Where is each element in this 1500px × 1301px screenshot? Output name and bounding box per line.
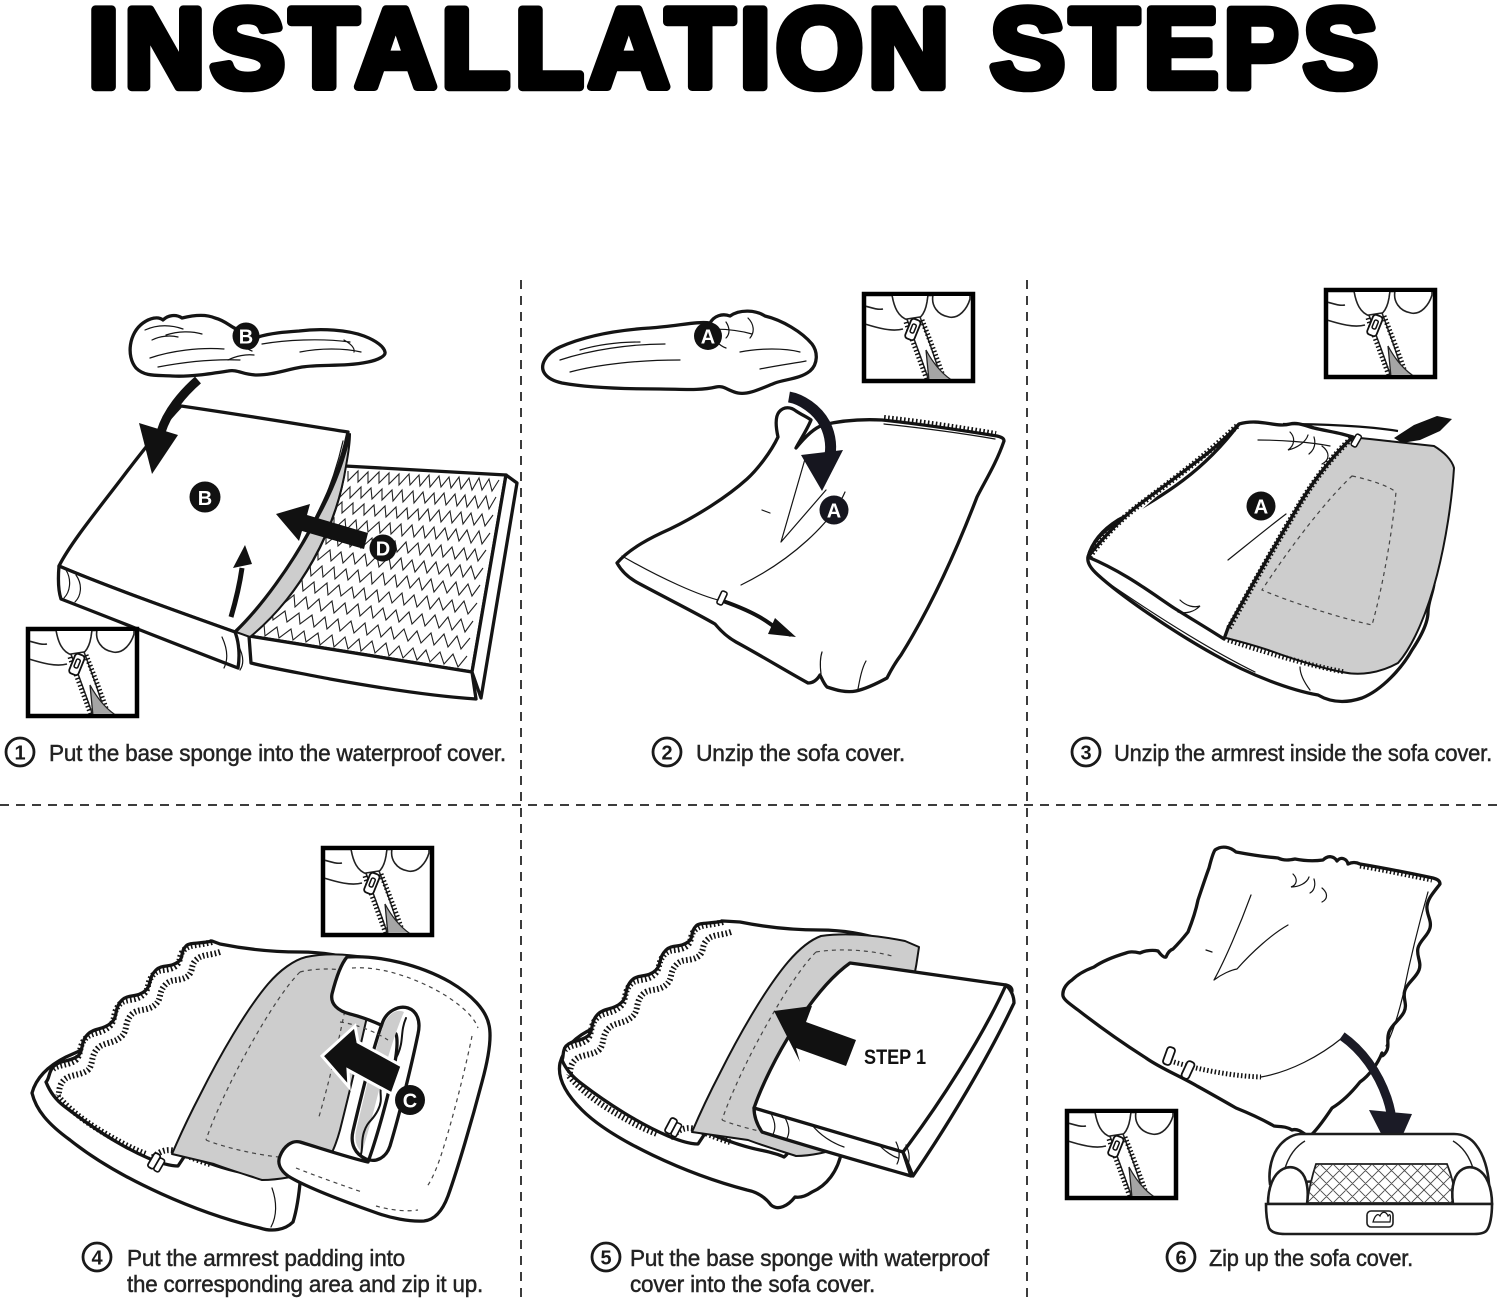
- svg-text:A: A: [701, 327, 715, 349]
- svg-text:6: 6: [1175, 1248, 1186, 1270]
- svg-text:cover into the sofa cover.: cover into the sofa cover.: [630, 1271, 875, 1297]
- svg-text:B: B: [198, 488, 212, 510]
- svg-text:5: 5: [600, 1248, 611, 1270]
- svg-text:3: 3: [1080, 743, 1091, 765]
- svg-text:D: D: [376, 539, 390, 561]
- svg-text:Put the base sponge into the w: Put the base sponge into the waterproof …: [49, 740, 506, 766]
- svg-text:4: 4: [91, 1248, 103, 1270]
- svg-text:STEP 1: STEP 1: [864, 1046, 926, 1069]
- svg-text:A: A: [827, 501, 841, 523]
- svg-text:2: 2: [661, 743, 672, 765]
- svg-text:1: 1: [14, 743, 25, 765]
- svg-text:the corresponding area and zip: the corresponding area and zip it up.: [127, 1271, 483, 1297]
- svg-text:B: B: [239, 327, 253, 349]
- svg-text:Unzip the armrest inside the s: Unzip the armrest inside the sofa cover.: [1114, 740, 1492, 766]
- svg-text:Zip up the sofa cover.: Zip up the sofa cover.: [1209, 1245, 1413, 1271]
- svg-text:C: C: [403, 1091, 417, 1113]
- svg-text:A: A: [1254, 497, 1268, 519]
- svg-text:Put the armrest padding into: Put the armrest padding into: [127, 1245, 405, 1271]
- svg-text:Put the base sponge with water: Put the base sponge with waterproof: [630, 1245, 990, 1271]
- svg-text:Unzip the sofa cover.: Unzip the sofa cover.: [696, 740, 905, 766]
- svg-text:INSTALLATION STEPS: INSTALLATION STEPS: [88, 0, 1378, 111]
